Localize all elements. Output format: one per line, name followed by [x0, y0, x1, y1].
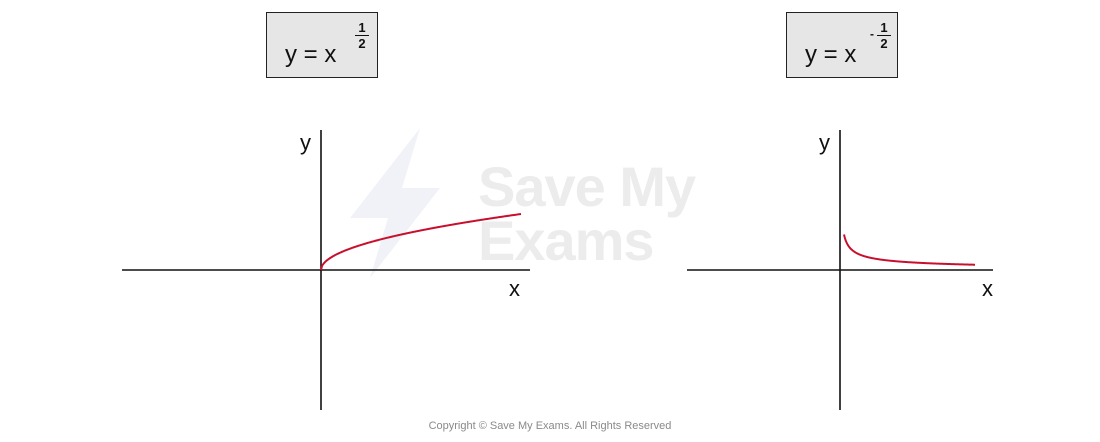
left-y-axis-label: y: [300, 130, 311, 155]
watermark-bolt-icon: [350, 128, 440, 278]
left-equation: y = x 1 2: [285, 21, 369, 68]
right-equation-box: y = x - 1 2: [786, 12, 898, 78]
left-exponent-denominator: 2: [358, 36, 366, 52]
right-equation-lhs: y =: [805, 41, 845, 68]
right-equation-exponent: 1 2: [877, 21, 891, 50]
right-y-axis-label: y: [819, 130, 830, 155]
watermark-line-1: Save My: [478, 155, 696, 218]
right-graph-panel: y = x - 1 2 y x: [550, 0, 1100, 442]
right-exponent-numerator: 1: [880, 20, 888, 35]
left-curve: [320, 213, 522, 271]
left-equation-exponent: 1 2: [355, 21, 369, 50]
watermark-text: Save My Exams: [478, 155, 696, 272]
right-equation-base: x: [844, 41, 857, 68]
left-exponent-bar: [355, 35, 369, 37]
right-exponent-sign: -: [870, 27, 874, 41]
right-curve: [843, 234, 975, 266]
right-equation: y = x - 1 2: [805, 21, 891, 68]
copyright-notice: Copyright © Save My Exams. All Rights Re…: [428, 420, 672, 432]
watermark-line-2: Exams: [478, 209, 655, 272]
right-plot: [687, 130, 993, 410]
left-x-axis-label: x: [509, 276, 520, 301]
left-graph-panel: y = x 1 2 y x: [122, 12, 530, 410]
left-plot: [122, 130, 530, 410]
left-equation-lhs: y =: [285, 41, 325, 68]
left-equation-box: y = x 1 2: [266, 12, 378, 78]
right-exponent-denominator: 2: [880, 36, 888, 52]
right-x-axis-label: x: [982, 276, 993, 301]
left-equation-base: x: [324, 41, 337, 68]
left-exponent-numerator: 1: [358, 20, 366, 35]
right-exponent-bar: [877, 35, 891, 37]
